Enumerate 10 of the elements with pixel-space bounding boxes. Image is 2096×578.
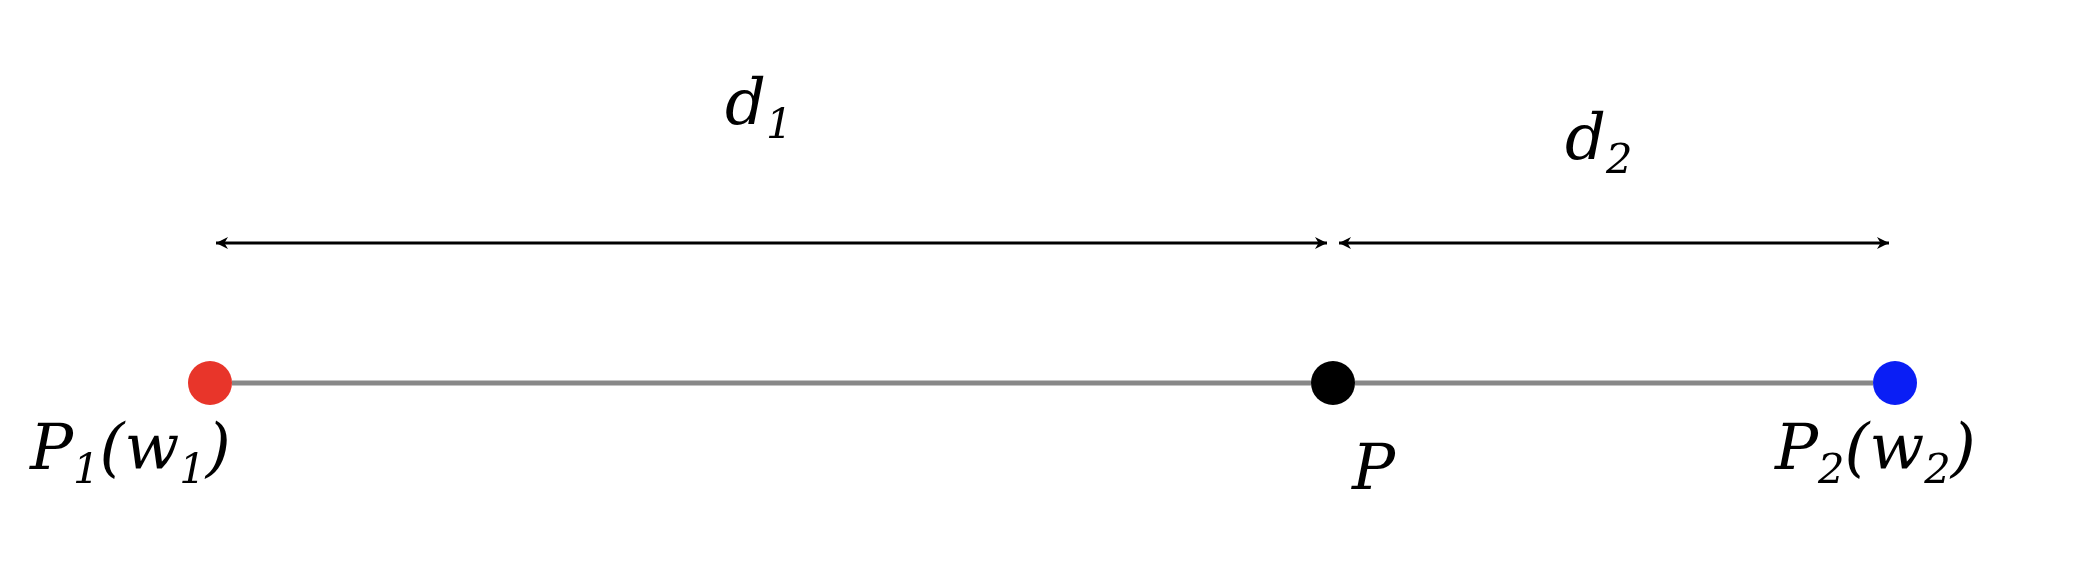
point-label: P (1352, 435, 1396, 499)
point-label: P$_{2}$(w$_{2}$) (1775, 415, 1976, 490)
connecting-line (232, 380, 1311, 386)
dimension-label: d$_{2}$ (1565, 105, 1633, 180)
point-dot (1873, 361, 1917, 405)
connecting-line (1355, 380, 1873, 386)
point-label: P$_{1}$(w$_{1}$) (30, 415, 231, 490)
dimension-label: d$_{1}$ (725, 70, 793, 145)
point-dot (1311, 361, 1355, 405)
point-dot (188, 361, 232, 405)
